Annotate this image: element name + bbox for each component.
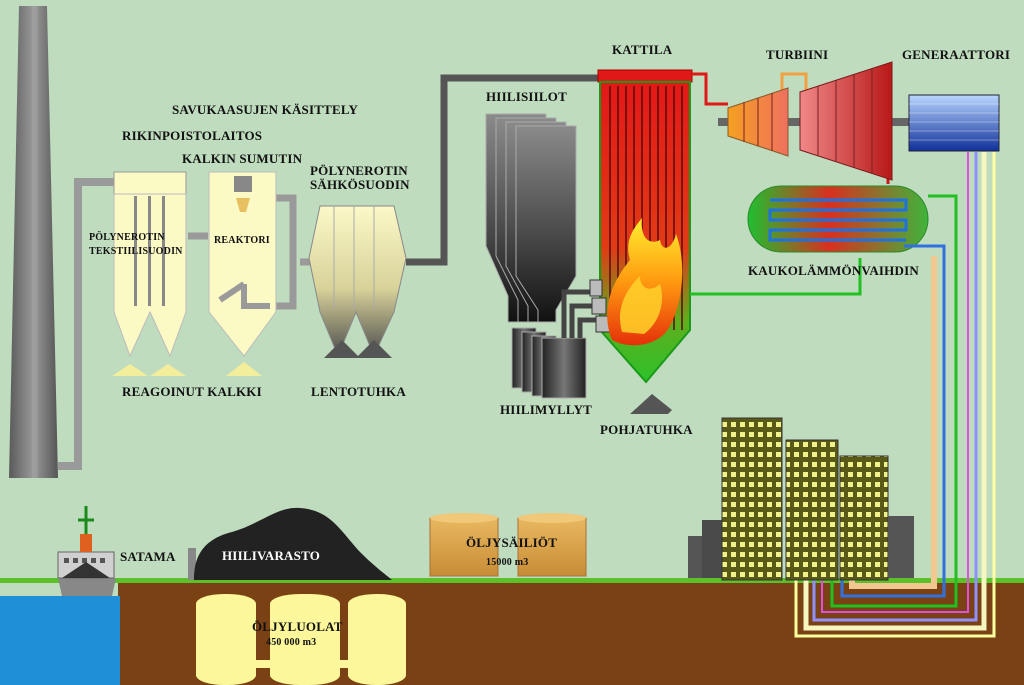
label-kattila: KATTILA [612, 42, 673, 57]
label-savukaasujen-kasittely: SAVUKAASUJEN KÄSITTELY [172, 102, 359, 117]
district-heating-pipes [794, 152, 996, 638]
label-polynerotin-sahko-2: SÄHKÖSUODIN [310, 177, 410, 192]
textile-filter [112, 171, 187, 376]
label-satama: SATAMA [120, 549, 176, 564]
coal-mill-icon [511, 289, 600, 399]
city-buildings-icon [688, 417, 914, 581]
turbine-icon [718, 61, 914, 181]
coal-silo-icon [485, 113, 577, 323]
label-polynerotin-tekstiili-1: PÖLYNEROTIN [89, 232, 165, 243]
label-reaktori: REAKTORI [214, 235, 270, 246]
flame-icon [607, 218, 683, 346]
electrostatic-filter [308, 205, 407, 358]
heat-exchanger-icon [747, 185, 929, 253]
label-oljysailiot-volume: 15000 m3 [486, 557, 529, 568]
label-polynerotin-tekstiili-2: TEKSTIILISUODIN [89, 246, 183, 257]
sea [0, 596, 120, 685]
reactor [208, 171, 277, 376]
label-oljysailiot: ÖLJYSÄILIÖT [466, 535, 558, 550]
condensate-pipe [690, 258, 862, 296]
chimney-icon [9, 6, 58, 478]
bottom-ash-pile [630, 394, 672, 414]
label-hiilivarasto: HIILIVARASTO [222, 548, 321, 563]
label-kalkin-sumutin: KALKIN SUMUTIN [182, 151, 303, 166]
flue-pipe-chimney [58, 178, 116, 470]
label-hiilimyllyt: HIILIMYLLYT [500, 402, 593, 417]
label-turbiini: TURBIINI [766, 47, 829, 62]
label-rikinpoistolaitos: RIKINPOISTOLAITOS [122, 128, 263, 143]
lime-sprayer-icon [234, 176, 252, 192]
label-pohjatuhka: POHJATUHKA [600, 422, 693, 437]
grass-strip [0, 578, 1024, 583]
flue-pipe-boiler [406, 74, 600, 266]
coal-pile-icon [188, 507, 392, 580]
ship-icon [57, 506, 116, 596]
label-generaattori: GENERAATTORI [902, 47, 1011, 62]
label-polynerotin-sahko-1: PÖLYNEROTIN [310, 163, 408, 178]
generator-icon [908, 94, 1000, 152]
label-oljyluolat: ÖLJYLUOLAT [252, 619, 343, 634]
label-lentotuhka: LENTOTUHKA [311, 384, 406, 399]
oil-tank-icon [429, 513, 587, 577]
oil-cavern-icon [196, 594, 406, 685]
label-reagoinut-kalkki: REAGOINUT KALKKI [122, 384, 262, 399]
label-hiilisiilot: HIILISIILOT [486, 89, 567, 104]
label-kaukolammonvaihdin: KAUKOLÄMMÖNVAIHDIN [748, 263, 919, 278]
label-oljyluolat-volume: 450 000 m3 [266, 637, 317, 648]
